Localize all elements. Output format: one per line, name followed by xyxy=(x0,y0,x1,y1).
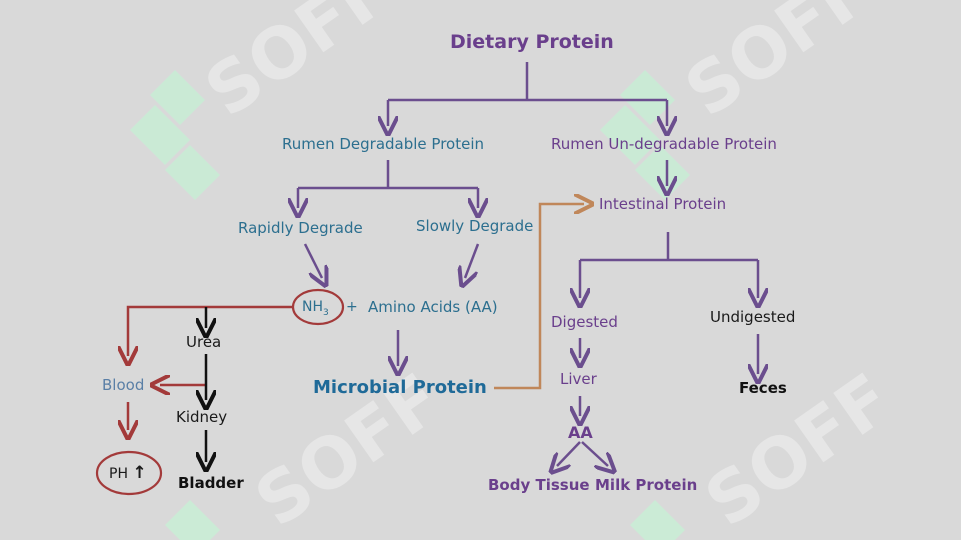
aa-label: AA xyxy=(568,423,593,442)
nh3-text: NH xyxy=(302,299,323,315)
arrow-nh3-to-blood xyxy=(128,305,294,356)
amino-acids-label: Amino Acids (AA) xyxy=(368,298,498,316)
rumen-degradable-label: Rumen Degradable Protein xyxy=(282,135,485,153)
watermark-logo-icon xyxy=(130,70,220,200)
plus-sign: + xyxy=(346,299,358,315)
undigested-label: Undigested xyxy=(710,308,796,326)
milk-protein-label: Milk Protein xyxy=(595,476,698,494)
feces-label: Feces xyxy=(739,379,787,397)
ph-circle xyxy=(95,450,163,496)
liver-label: Liver xyxy=(560,370,597,388)
arrow-up-icon: ↑ xyxy=(132,463,147,483)
rumen-undegradable-label: Rumen Un-degradable Protein xyxy=(551,135,777,153)
dietary-protein-label: Dietary Protein xyxy=(450,31,614,53)
watermark-logo-icon xyxy=(165,500,685,540)
rapidly-degrade-label: Rapidly Degrade xyxy=(238,219,363,237)
ph-label: PH ↑ xyxy=(109,464,147,483)
digested-label: Digested xyxy=(551,313,618,331)
kidney-label: Kidney xyxy=(176,408,228,426)
arrow-microbial-to-intestinal xyxy=(494,204,584,390)
nh3-label: NH3 xyxy=(302,298,329,322)
blood-label: Blood xyxy=(102,376,145,394)
arrow-to-nh3 xyxy=(303,243,322,278)
arrow-to-amino-acids xyxy=(465,243,480,278)
intestinal-protein-label: Intestinal Protein xyxy=(599,195,727,213)
arrow-to-body-tissue xyxy=(557,441,581,466)
microbial-protein-label: Microbial Protein xyxy=(313,377,487,398)
bladder-label: Bladder xyxy=(178,474,244,492)
slowly-degrade-label: Slowly Degrade xyxy=(416,217,534,235)
ph-text: PH xyxy=(109,466,128,482)
urea-label: Urea xyxy=(186,333,222,351)
body-tissue-label: Body Tissue xyxy=(488,476,590,494)
nh3-subscript: 3 xyxy=(323,307,329,318)
nh3-circle xyxy=(291,288,345,326)
arrow-to-milk-protein xyxy=(581,441,608,466)
